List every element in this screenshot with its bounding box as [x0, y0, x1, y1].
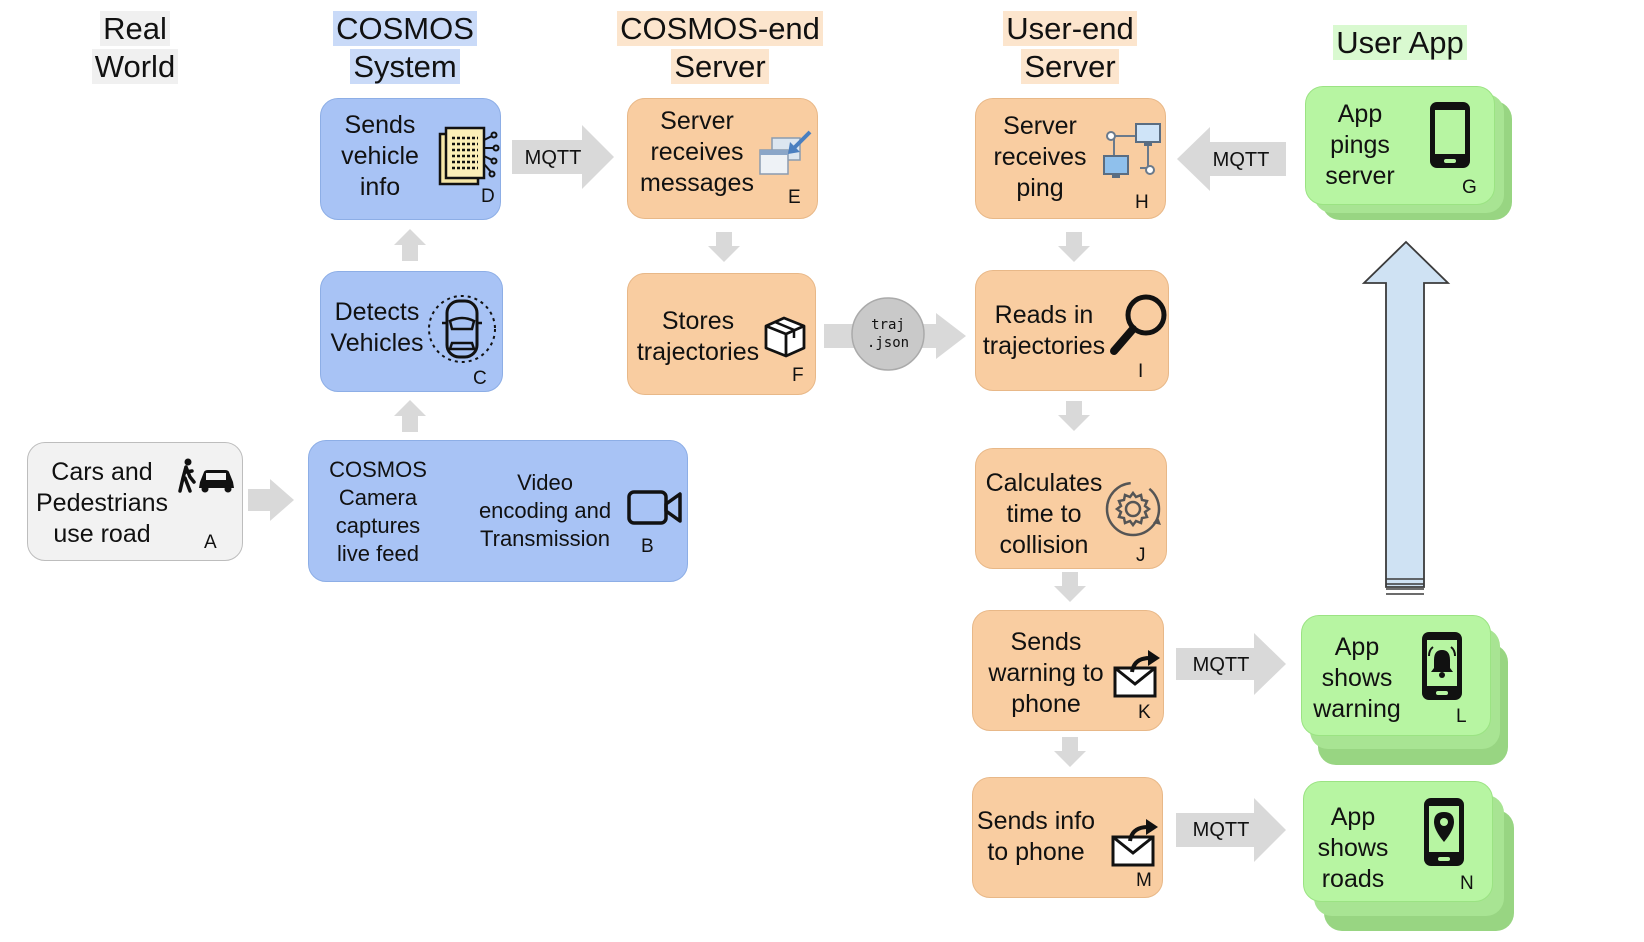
node-a: [27, 442, 243, 561]
node-c-letter: C: [473, 368, 487, 389]
send-mail-icon: [1113, 650, 1160, 698]
node-c: [320, 271, 503, 392]
node-n-letter: N: [1460, 873, 1474, 894]
header-cosmos-system: COSMOS System: [310, 10, 500, 86]
node-f-letter: F: [792, 365, 804, 386]
header-user-server: User-end Server: [980, 10, 1160, 86]
arrow-h-to-i: [1058, 232, 1090, 262]
receive-messages-icon: [759, 130, 812, 175]
arrow-g-to-h: [1177, 127, 1286, 191]
mqtt-label-d-e: MQTT: [524, 147, 582, 169]
arrow-a-to-b: [248, 479, 294, 521]
node-g-letter: G: [1462, 177, 1477, 198]
arrow-c-to-d: [394, 229, 426, 261]
node-d-letter: D: [481, 186, 495, 207]
pedestrian-car-icon: [178, 458, 234, 493]
arrow-k-to-l: [1176, 633, 1286, 695]
arrow-k-to-m: [1054, 737, 1086, 767]
header-real-world: Real World: [70, 10, 200, 86]
network-computers-icon: [1103, 123, 1161, 178]
arrow-i-to-j: [1058, 401, 1090, 431]
video-camera-icon: [627, 490, 682, 525]
node-b-letter: B: [641, 536, 654, 557]
header-cosmos-server: COSMOS-end Server: [605, 10, 835, 86]
header-user-app: User App: [1310, 24, 1490, 62]
smartphone-icon: [1430, 102, 1470, 168]
send-mail-icon-2: [1111, 819, 1158, 867]
arrow-m-to-n: [1176, 798, 1286, 862]
node-j-letter: J: [1136, 545, 1146, 566]
mqtt-label-g-h: MQTT: [1212, 149, 1270, 171]
mqtt-label-m-n: MQTT: [1192, 819, 1250, 841]
node-j: [975, 448, 1167, 569]
calculation-gear-icon: [1105, 481, 1161, 537]
storage-box-icon: [764, 316, 806, 358]
node-m-letter: M: [1136, 870, 1152, 891]
phone-alert-icon: [1422, 632, 1462, 700]
magnifier-icon: [1110, 294, 1167, 355]
node-h-letter: H: [1135, 192, 1149, 213]
arrow-e-to-f: [708, 232, 740, 262]
vehicle-detection-icon: [428, 295, 496, 363]
phone-location-icon: [1424, 798, 1464, 866]
node-b: [308, 440, 688, 582]
mqtt-label-k-l: MQTT: [1192, 654, 1250, 676]
traj-json-label: traj.json: [866, 317, 910, 351]
node-l-letter: L: [1456, 706, 1467, 727]
node-i-letter: I: [1138, 361, 1144, 382]
arrow-j-to-k: [1054, 572, 1086, 602]
traj-json-node: [851, 297, 925, 371]
data-document-icon: [438, 126, 500, 186]
node-a-letter: A: [204, 532, 217, 553]
node-h: [975, 98, 1166, 219]
arrow-d-to-e: [512, 125, 614, 189]
node-k-letter: K: [1138, 702, 1151, 723]
arrow-b-to-c: [394, 400, 426, 432]
node-e-letter: E: [788, 187, 801, 208]
arrow-l-to-g: [1361, 240, 1451, 595]
